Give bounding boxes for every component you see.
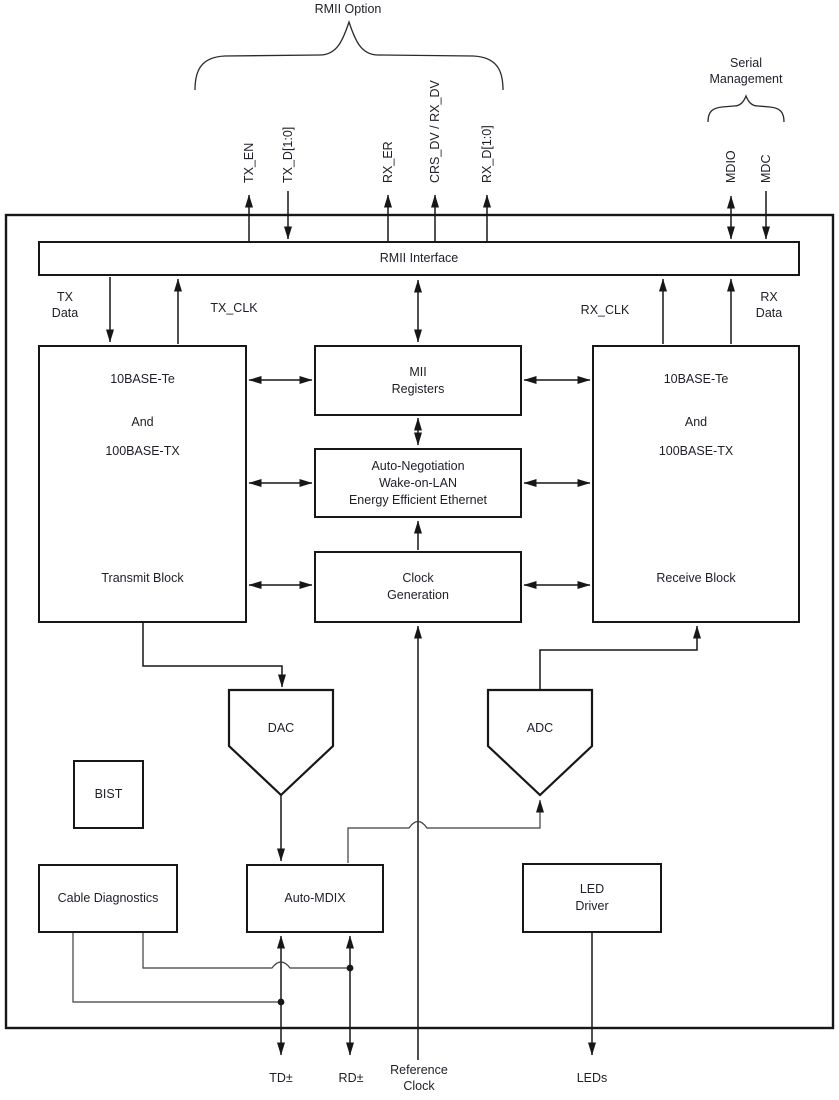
rmii-interface-label: RMII Interface xyxy=(379,251,459,265)
chip-outline xyxy=(4,213,835,1030)
signal-arrows xyxy=(106,191,770,1060)
auto-negotiation-block: Auto-Negotiation Wake-on-LAN Energy Effi… xyxy=(314,448,522,518)
pin-label-tx-en: TX_EN xyxy=(242,142,256,183)
pin-label-mdio: MDIO xyxy=(724,150,738,183)
rmii-interface-block: RMII Interface xyxy=(38,241,800,276)
rx-data-label: RX Data xyxy=(755,290,783,320)
serial-management-line2: Management xyxy=(709,72,783,86)
pin-label-tx-d: TX_D[1:0] xyxy=(281,126,295,183)
pin-label-rx-er: RX_ER xyxy=(381,141,395,183)
dac-shape xyxy=(227,688,335,797)
transmit-block: 10BASE-Te And 100BASE-TX Transmit Block xyxy=(38,345,247,623)
auto-mdix-block: Auto-MDIX xyxy=(246,864,384,933)
leds-pin-label: LEDs xyxy=(576,1071,608,1085)
adc-shape xyxy=(486,688,594,797)
junction-dots xyxy=(277,964,354,1006)
clock-generation-block: Clock Generation xyxy=(314,551,522,623)
adc-label: ADC xyxy=(526,721,554,735)
serial-management-title: Serial Management xyxy=(710,55,783,87)
tx-data-label: TX Data xyxy=(51,290,79,320)
dac-label: DAC xyxy=(267,721,295,735)
receive-block: 10BASE-Te And 100BASE-TX Receive Block xyxy=(592,345,800,623)
rx-clk-label: RX_CLK xyxy=(580,303,630,317)
pin-label-crs-dv: CRS_DV / RX_DV xyxy=(428,80,442,183)
led-driver-block: LED Driver xyxy=(522,863,662,933)
serial-management-brace xyxy=(707,94,785,123)
pin-label-rx-d: RX_D[1:0] xyxy=(480,125,494,183)
bist-block: BIST xyxy=(73,760,144,829)
converter-shapes xyxy=(227,688,594,797)
tx-clk-label: TX_CLK xyxy=(210,301,258,315)
rd-pin-label: RD± xyxy=(338,1071,364,1085)
reference-clock-label: Reference Clock xyxy=(390,1063,448,1093)
mii-registers-block: MII Registers xyxy=(314,345,522,416)
rmii-option-brace xyxy=(194,19,504,91)
cable-diagnostics-block: Cable Diagnostics xyxy=(38,864,178,933)
serial-management-line1: Serial xyxy=(730,56,762,70)
pin-label-mdc: MDC xyxy=(759,154,773,183)
thin-wires xyxy=(72,799,544,1003)
rmii-option-title: RMII Option xyxy=(314,2,382,16)
td-pin-label: TD± xyxy=(269,1071,293,1085)
